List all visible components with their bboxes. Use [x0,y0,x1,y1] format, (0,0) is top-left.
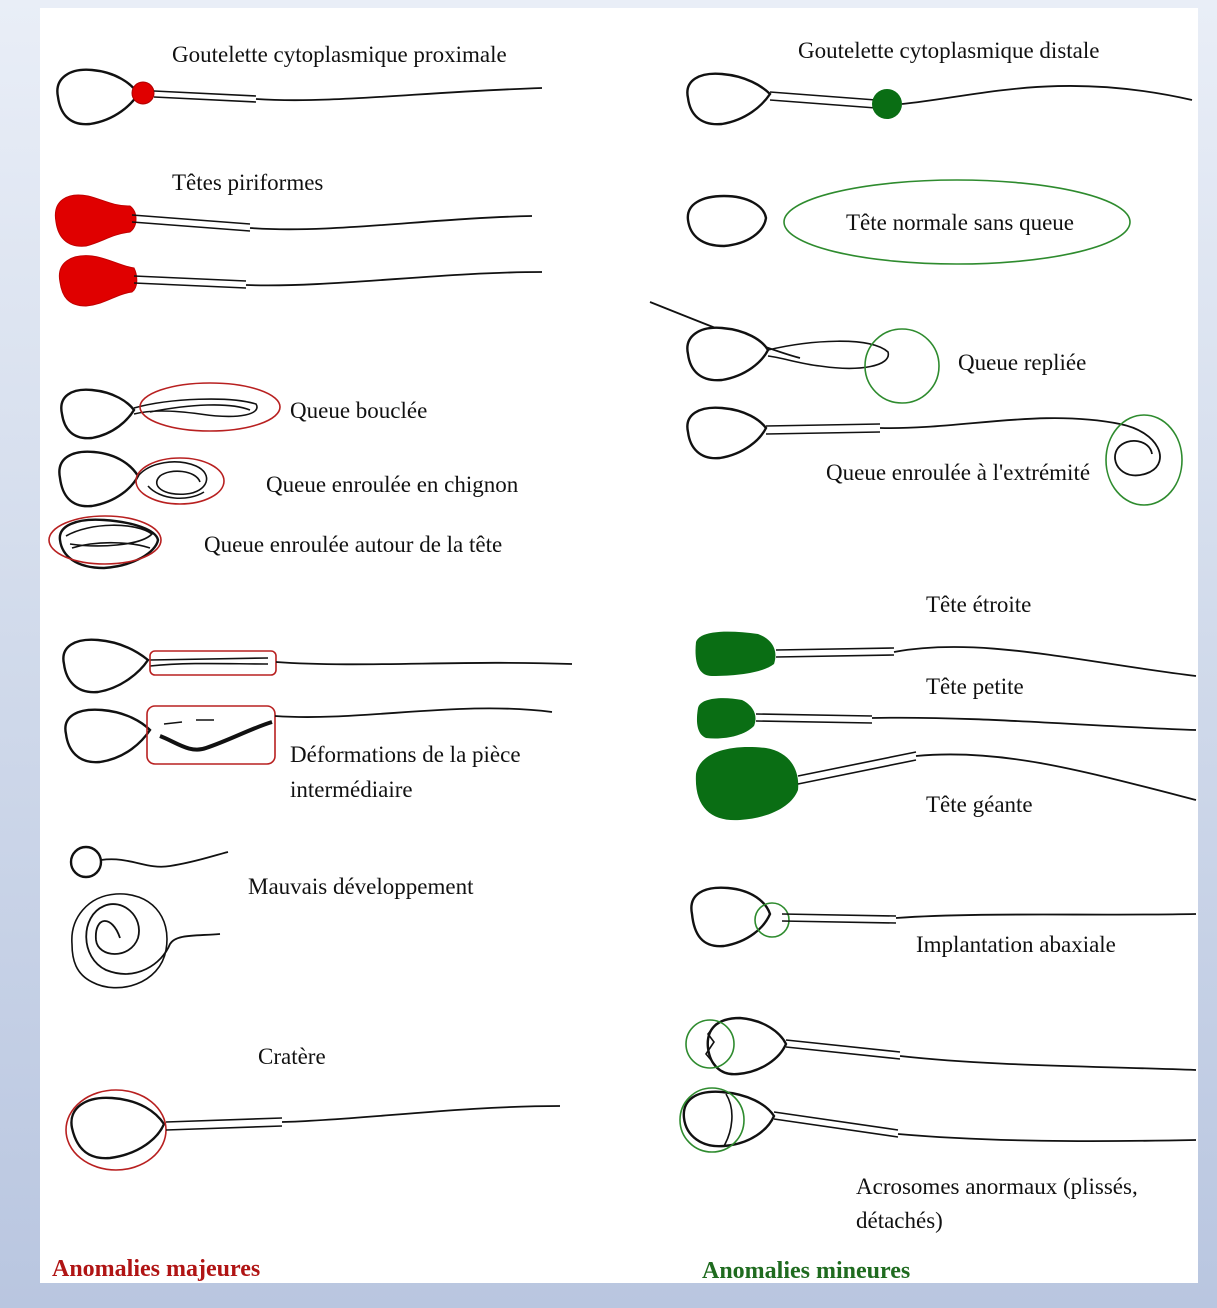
label-goutelette-distale: Goutelette cytoplasmique distale [798,38,1099,63]
label-queue-autour-tete: Queue enroulée autour de la tête [204,532,502,557]
label-queue-extremite: Queue enroulée à l'extrémité [826,460,1090,485]
sperm-piriform-head-1 [55,195,532,246]
sperm-folded-tail [650,302,939,403]
label-deformations-1: Déformations de la pièce [290,742,521,767]
sperm-proximal-droplet [57,70,542,124]
label-tete-etroite: Tête étroite [926,592,1031,617]
label-mauvais-developpement: Mauvais développement [248,874,474,899]
label-queue-chignon: Queue enroulée en chignon [266,472,519,497]
label-acrosomes-2: détachés) [856,1208,943,1233]
sperm-looped-tail [61,383,280,438]
label-tete-petite: Tête petite [926,674,1024,699]
sperm-abnormal-acrosome-2 [680,1088,1196,1152]
sperm-poor-development [71,847,228,988]
label-goutelette-proximale: Goutelette cytoplasmique proximale [172,42,507,67]
label-tete-sans-queue: Tête normale sans queue [846,210,1074,235]
label-tetes-piriformes: Têtes piriformes [172,170,323,195]
sperm-chignon-tail [59,452,224,506]
footer-anomalies-majeures: Anomalies majeures [52,1256,260,1282]
sperm-tail-around-head [49,516,161,568]
label-acrosomes-1: Acrosomes anormaux (plissés, [856,1174,1138,1199]
sperm-distal-droplet [687,74,1192,125]
label-implantation-abaxiale: Implantation abaxiale [916,932,1116,957]
sperm-piriform-head-2 [59,256,542,306]
sperm-crater [66,1090,560,1170]
label-queue-bouclee: Queue bouclée [290,398,427,423]
sperm-abnormal-acrosome-1 [686,1018,1196,1074]
sperm-small-head [697,698,1196,738]
label-deformations-2: intermédiaire [290,777,413,802]
sperm-tip-coiled-tail [687,408,1182,505]
sperm-midpiece-deformation-1 [63,640,572,692]
sperm-narrow-head [696,632,1196,676]
footer-anomalies-mineures: Anomalies mineures [702,1258,910,1284]
label-tete-geante: Tête géante [926,792,1033,817]
label-queue-repliee: Queue repliée [958,350,1086,375]
label-cratere: Cratère [258,1044,326,1069]
